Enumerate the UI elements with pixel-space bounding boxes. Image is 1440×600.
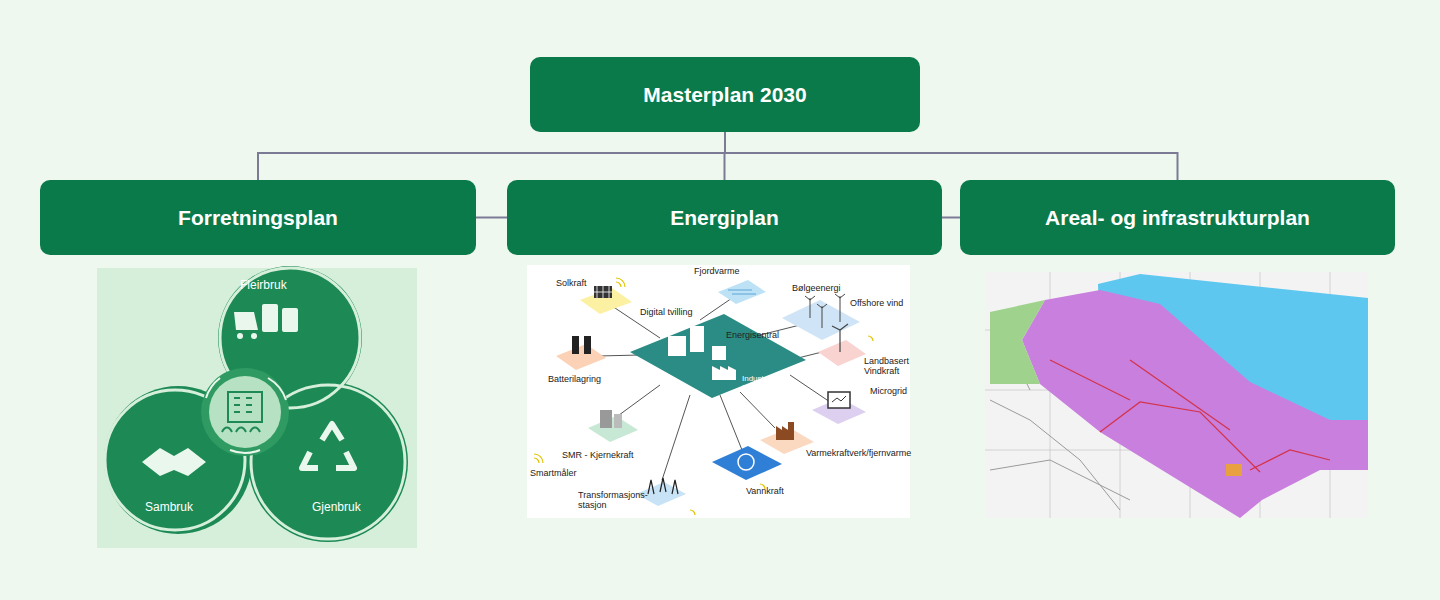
illustration-label: Industrielle forbrukere xyxy=(742,374,798,392)
box-label: Energiplan xyxy=(670,206,779,230)
illustration-label: Offshore vind xyxy=(850,298,903,308)
illustration-label: Sambruk xyxy=(145,501,193,515)
box-label: Masterplan 2030 xyxy=(643,83,806,107)
connector-line xyxy=(258,132,725,180)
connector-line xyxy=(476,217,507,219)
title-box: Masterplan 2030 xyxy=(530,57,920,132)
business-illustration xyxy=(97,266,417,548)
illustration-label: Bølgeenergi xyxy=(792,283,841,293)
illustration-label: Vannkraft xyxy=(746,486,784,496)
illustration-label: Solkraft xyxy=(556,278,587,288)
illustration-label: Fleirbruk xyxy=(240,279,287,293)
illustration-label: Varmekraftverk/fjernvarme xyxy=(806,448,911,458)
illustration-label: Transformasjons- stasjon xyxy=(578,490,648,511)
illustration-label: Digital tvilling xyxy=(640,307,693,317)
illustration-label: Energisentral xyxy=(726,330,779,340)
map-illustration xyxy=(985,272,1368,518)
box-label: Areal- og infrastrukturplan xyxy=(1045,206,1310,230)
illustration-label: Landbasert Vindkraft xyxy=(864,356,914,377)
connector-line xyxy=(725,132,1178,180)
connector-line xyxy=(942,217,960,219)
plan-box: Areal- og infrastrukturplan xyxy=(960,180,1395,255)
box-label: Forretningsplan xyxy=(178,206,338,230)
illustration-label: Smartmåler xyxy=(530,468,577,478)
illustration-label: Gjenbruk xyxy=(312,501,361,515)
energy-illustration xyxy=(527,265,910,518)
plan-box: Energiplan xyxy=(507,180,942,255)
illustration-label: Batterilagring xyxy=(548,374,601,384)
illustration-label: Microgrid xyxy=(870,386,907,396)
plan-box: Forretningsplan xyxy=(40,180,476,255)
illustration-label: Fjordvarme xyxy=(694,266,740,276)
illustration-label: SMR - Kjernekraft xyxy=(562,450,634,460)
